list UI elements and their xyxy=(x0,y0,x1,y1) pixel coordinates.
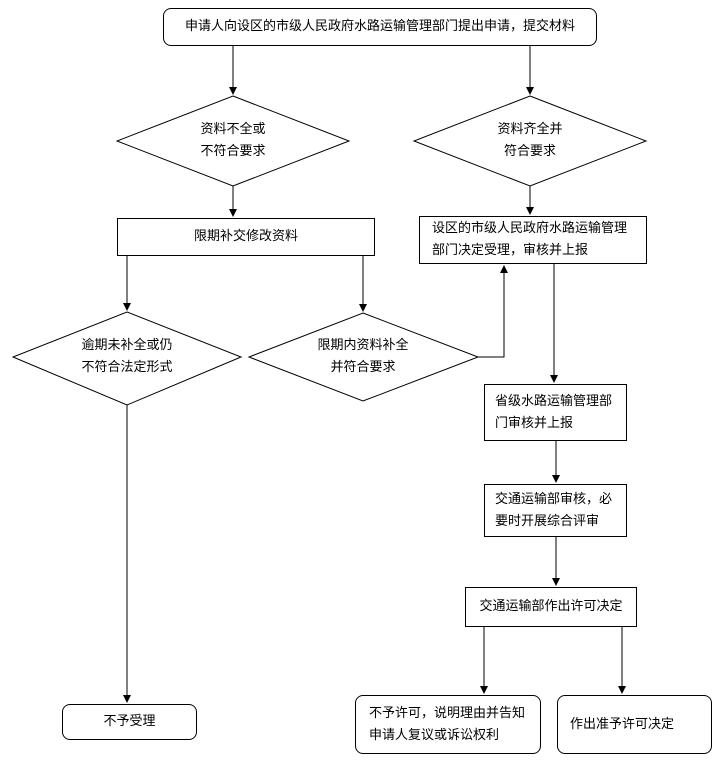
node-complete-label: 资料齐全并 符合要求 xyxy=(470,119,590,163)
incomplete-line-2: 不符合要求 xyxy=(200,144,266,159)
arrow-in-time-to-city xyxy=(478,265,508,358)
node-supplement: 限期补交修改资料 xyxy=(117,218,375,256)
node-supplement-label: 限期补交修改资料 xyxy=(193,229,298,244)
node-apply: 申请人向设区的市级人民政府水路运输管理部门提出申请，提交材料 xyxy=(163,8,597,46)
complete-line-1: 资料齐全并 xyxy=(497,122,563,137)
node-deny: 不予许可，说明理由并告知 申请人复议或诉讼权利 xyxy=(355,695,541,754)
node-incomplete-label: 资料不全或 不符合要求 xyxy=(173,119,293,163)
node-reject-label: 不予受理 xyxy=(103,714,156,729)
node-in-time-label: 限期内资料补全 并符合要求 xyxy=(298,335,428,379)
node-ministry: 交通运输部审核，必 要时开展综合评审 xyxy=(484,484,627,537)
ministry-line-1: 交通运输部审核，必 xyxy=(495,491,613,507)
incomplete-line-1: 资料不全或 xyxy=(200,122,266,137)
node-decision: 交通运输部作出许可决定 xyxy=(465,587,637,627)
province-line-2: 门审核并上报 xyxy=(495,415,574,431)
overdue-line-1: 逾期未补全或仍 xyxy=(81,338,173,353)
node-province: 省级水路运输管理部 门审核并上报 xyxy=(484,384,627,441)
deny-line-2: 申请人复议或诉讼权利 xyxy=(369,727,500,743)
in-time-line-1: 限期内资料补全 xyxy=(317,338,409,353)
node-decision-label: 交通运输部作出许可决定 xyxy=(479,599,623,614)
node-overdue-label: 逾期未补全或仍 不符合法定形式 xyxy=(62,335,192,379)
ministry-line-2: 要时开展综合评审 xyxy=(495,513,600,529)
node-reject: 不予受理 xyxy=(62,704,197,740)
diamond-in-time xyxy=(247,312,480,402)
city-accept-line-1: 设区的市级人民政府水路运输管理 xyxy=(432,221,628,236)
city-accept-line-2: 部门决定受理，审核并上报 xyxy=(432,243,589,258)
node-grant: 作出准予许可决定 xyxy=(557,695,712,754)
node-city-accept: 设区的市级人民政府水路运输管理 部门决定受理，审核并上报 xyxy=(419,216,647,264)
deny-line-1: 不予许可，说明理由并告知 xyxy=(369,705,526,721)
overdue-line-2: 不符合法定形式 xyxy=(81,360,173,375)
province-line-1: 省级水路运输管理部 xyxy=(495,393,613,409)
in-time-line-2: 并符合要求 xyxy=(330,360,396,375)
node-apply-label: 申请人向设区的市级人民政府水路运输管理部门提出申请，提交材料 xyxy=(184,19,575,34)
node-grant-label: 作出准予许可决定 xyxy=(570,716,675,732)
complete-line-2: 符合要求 xyxy=(503,144,556,159)
